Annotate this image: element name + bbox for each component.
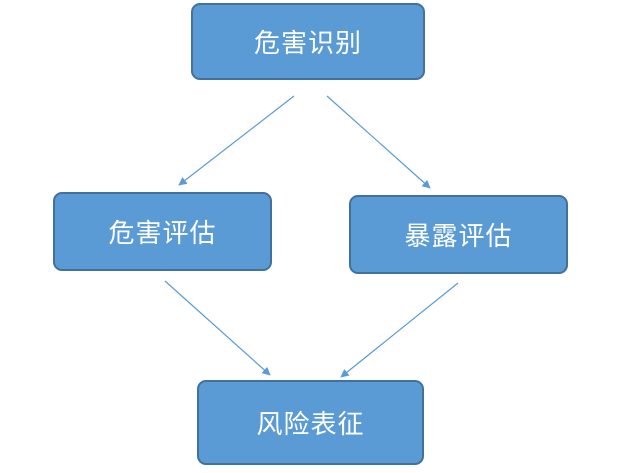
node-hazard-assessment: 危害评估 bbox=[53, 192, 272, 271]
node-exposure-assessment: 暴露评估 bbox=[349, 195, 568, 274]
node-exposure-assessment-label: 暴露评估 bbox=[404, 222, 513, 252]
arrow-exposure-to-risk bbox=[340, 282, 459, 378]
node-hazard-identification-label: 危害识别 bbox=[253, 29, 362, 59]
arrow-hazard-to-risk bbox=[164, 280, 271, 376]
node-risk-characterization: 风险表征 bbox=[197, 380, 424, 465]
node-risk-characterization-label: 风险表征 bbox=[256, 410, 365, 440]
arrow-identify-to-exposure bbox=[326, 95, 431, 189]
arrow-identify-to-hazard bbox=[178, 95, 295, 186]
node-hazard-identification: 危害识别 bbox=[191, 3, 425, 80]
node-hazard-assessment-label: 危害评估 bbox=[108, 219, 217, 249]
